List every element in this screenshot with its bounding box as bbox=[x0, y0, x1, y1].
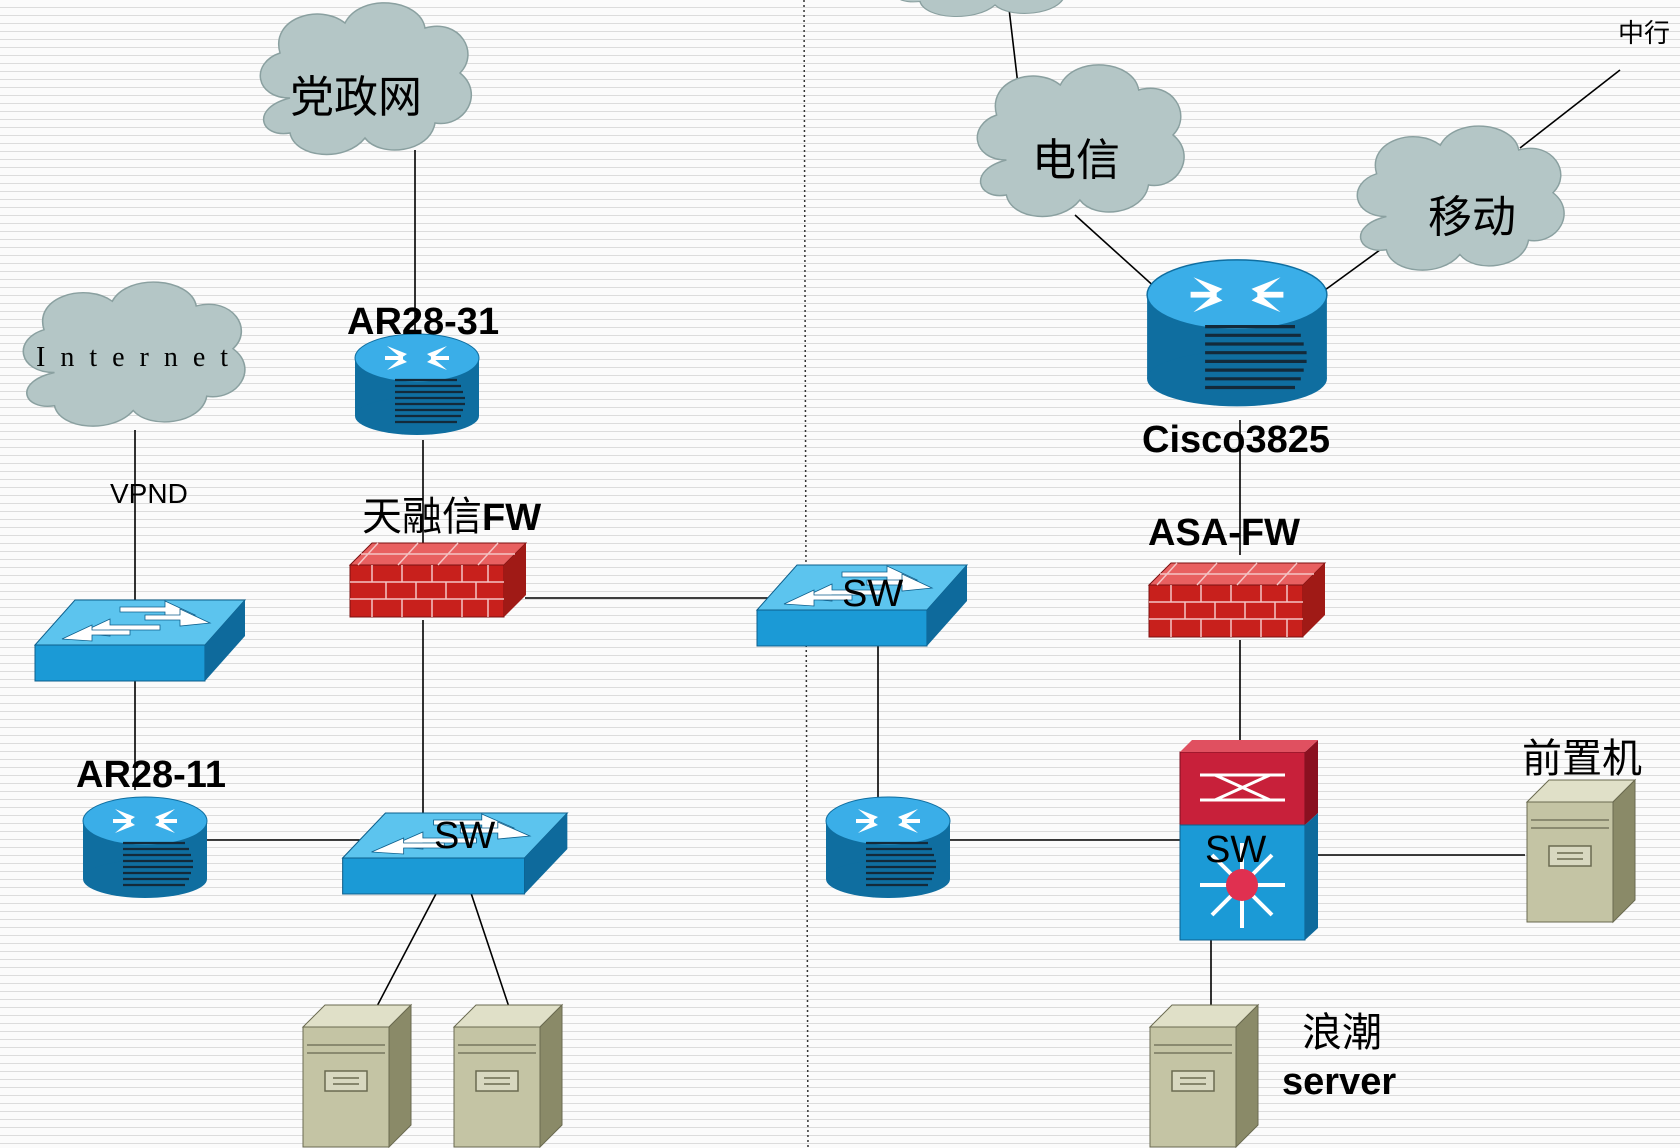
label-vpnd: VPND bbox=[110, 478, 188, 509]
label-trx-fw: 天融信FW bbox=[362, 494, 541, 540]
cloud-label-dangzheng: 党政网 bbox=[290, 72, 422, 123]
server-langchao bbox=[1149, 1004, 1259, 1148]
label-sw-right: SW bbox=[1205, 829, 1266, 871]
firewall-asa bbox=[1148, 562, 1326, 638]
switch-left bbox=[34, 599, 246, 682]
label-ar2811: AR28-11 bbox=[76, 754, 226, 796]
label-server: server bbox=[1282, 1061, 1396, 1103]
label-qianzhiji: 前置机 bbox=[1522, 736, 1642, 782]
cloud-top bbox=[889, 0, 1103, 18]
core-switch bbox=[1179, 740, 1318, 941]
router-ar2811 bbox=[81, 795, 209, 900]
router-cisco3825 bbox=[1145, 258, 1329, 408]
cloud-label-yidong: 移动 bbox=[1428, 192, 1516, 243]
label-zhonghang: 中行 bbox=[1618, 19, 1670, 49]
server-qianzhiji bbox=[1526, 779, 1636, 923]
label-langchao: 浪潮 bbox=[1302, 1010, 1382, 1056]
label-cisco3825: Cisco3825 bbox=[1142, 419, 1330, 461]
label-ar2831: AR28-31 bbox=[347, 301, 499, 343]
label-sw-center: SW bbox=[842, 573, 903, 615]
cloud-label-internet: Internet bbox=[36, 342, 243, 373]
server-left-2 bbox=[453, 1004, 563, 1148]
router-middle bbox=[824, 795, 952, 900]
cloud-label-dianxin: 电信 bbox=[1032, 135, 1120, 186]
firewall-trx bbox=[349, 542, 527, 618]
zone-separator bbox=[803, 0, 809, 1148]
label-sw-left: SW bbox=[434, 815, 495, 857]
server-left-1 bbox=[302, 1004, 412, 1148]
label-asa-fw: ASA-FW bbox=[1148, 512, 1300, 554]
router-ar2831 bbox=[353, 332, 481, 437]
